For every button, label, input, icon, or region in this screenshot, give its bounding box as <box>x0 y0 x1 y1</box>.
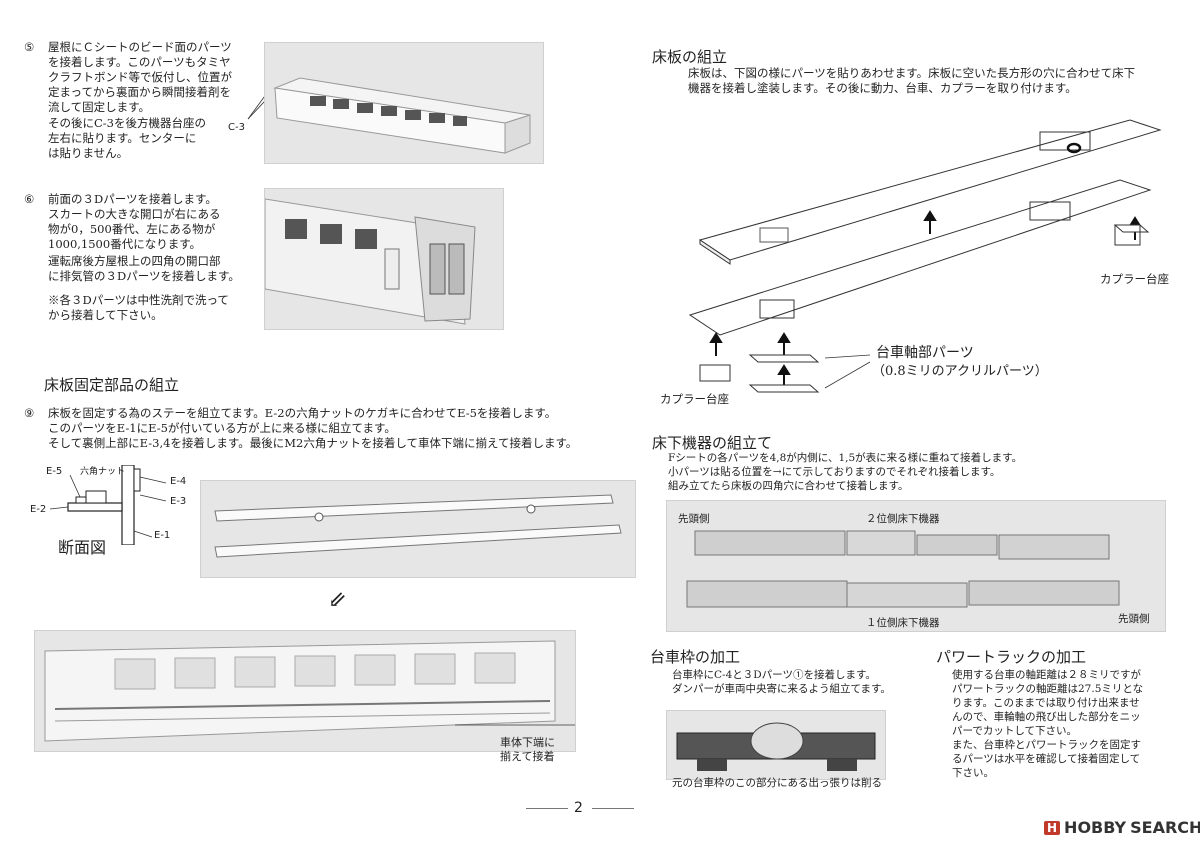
power-track-note: また、台車枠とパワートラックを固定す るパーツは水平を確認して接着固定して 下さ… <box>952 739 1141 779</box>
page-number: 2 <box>574 800 583 816</box>
coupler-label-right: カプラー台座 <box>1100 272 1169 286</box>
step5-note: その後にC-3を後方機器台座の 左右に貼ります。センターに は貼りません。 <box>48 116 206 160</box>
label-hex-nut: 六角ナット <box>80 467 126 477</box>
underfloor-title: 床下機器の組立て <box>652 434 773 452</box>
floorboard-title: 床板の組立 <box>652 48 728 66</box>
stays-photo <box>200 480 636 578</box>
underfloor-illustration <box>686 530 1120 608</box>
logo-brand: HOBBY <box>1064 818 1127 837</box>
car-body-roof-illustration <box>273 77 531 154</box>
step6-note: 運転席後方屋根上の四角の開口部 に排気管の３Dパーツを接着します。 <box>48 254 240 283</box>
logo-mark: H <box>1044 820 1061 835</box>
coupler-label-left: カプラー台座 <box>660 392 729 406</box>
side1-underfloor-label: １位側床下機器 <box>866 617 940 629</box>
label-e2: E-2 <box>30 504 47 515</box>
step6-text: 前面の３Dパーツを接着します。 スカートの大きな開口が右にある 物が0，500番… <box>48 192 221 251</box>
label-c3: C-3 <box>228 122 245 133</box>
hobbysearch-logo: H HOBBY SEARCH <box>1044 818 1200 837</box>
roof-photo <box>264 42 544 164</box>
bogie-illustration <box>676 722 876 771</box>
underfloor-text: Fシートの各パーツを4,8が内側に、1,5が表に来る様に重ねて接着します。 小パ… <box>668 452 1023 492</box>
label-e5: E-5 <box>46 466 63 477</box>
axle-parts-subtitle: （0.8ミリのアクリルパーツ） <box>872 364 1048 379</box>
cross-section-diagram <box>49 465 167 545</box>
cross-section-caption: 断面図 <box>58 538 107 557</box>
front-side-label-right: 先頭側 <box>1118 613 1150 625</box>
front-side-label-left: 先頭側 <box>678 513 710 525</box>
page-rule-left <box>526 808 568 809</box>
step6-warning: ※各３Dパーツは中性洗剤で洗って から接着して下さい。 <box>48 293 229 322</box>
step6-number: ⑥ <box>24 192 35 206</box>
front-photo <box>264 188 504 330</box>
bogie-photo <box>666 710 886 780</box>
underfloor-photo <box>666 500 1166 632</box>
floor-fix-number: ⑨ <box>24 406 35 420</box>
down-left-arrow-icon: ⇙ <box>328 588 347 613</box>
label-e4: E-4 <box>170 476 187 487</box>
body-interior-illustration <box>44 640 575 742</box>
page-rule-right <box>592 808 634 809</box>
floor-fix-title: 床板固定部品の組立 <box>44 376 180 394</box>
step5-text: 屋根にＣシートのビード面のパーツ を接着します。このパーツもタミヤ クラフトボン… <box>48 40 232 114</box>
floorboard-text: 床板は、下図の様にパーツを貼りあわせます。床板に空いた長方形の穴に合わせて床下 … <box>688 66 1136 95</box>
car-front-illustration <box>265 198 476 325</box>
floor-fix-text: 床板を固定する為のステーを組立てます。E-2の六角ナットのケガキに合わせてE-5… <box>48 406 578 450</box>
bottom-align-callout: 車体下端に 揃えて接着 <box>500 736 555 763</box>
power-track-text: 使用する台車の軸距離は２８ミリですが パワートラックの軸距離は27.5ミリとな … <box>952 669 1144 737</box>
step5-number: ⑤ <box>24 40 35 54</box>
bogie-title: 台車枠の加工 <box>650 648 741 666</box>
power-track-title: パワートラックの加工 <box>936 648 1087 666</box>
bogie-text: 台車枠にC-4と３Dパーツ①を接着します。 ダンパーが車両中央寄に来るよう組立て… <box>672 669 891 695</box>
logo-search: SEARCH <box>1130 818 1200 837</box>
axle-parts-title: 台車軸部パーツ <box>876 345 974 361</box>
side2-underfloor-label: ２位側床下機器 <box>866 513 940 525</box>
body-interior-photo <box>34 630 576 752</box>
bogie-caption: 元の台車枠のこの部分にある出っ張りは削る <box>672 777 882 789</box>
floorboard-exploded-diagram <box>688 119 1162 393</box>
stays-illustration <box>214 494 622 558</box>
label-e1: E-1 <box>154 530 171 541</box>
label-e3: E-3 <box>170 496 187 507</box>
